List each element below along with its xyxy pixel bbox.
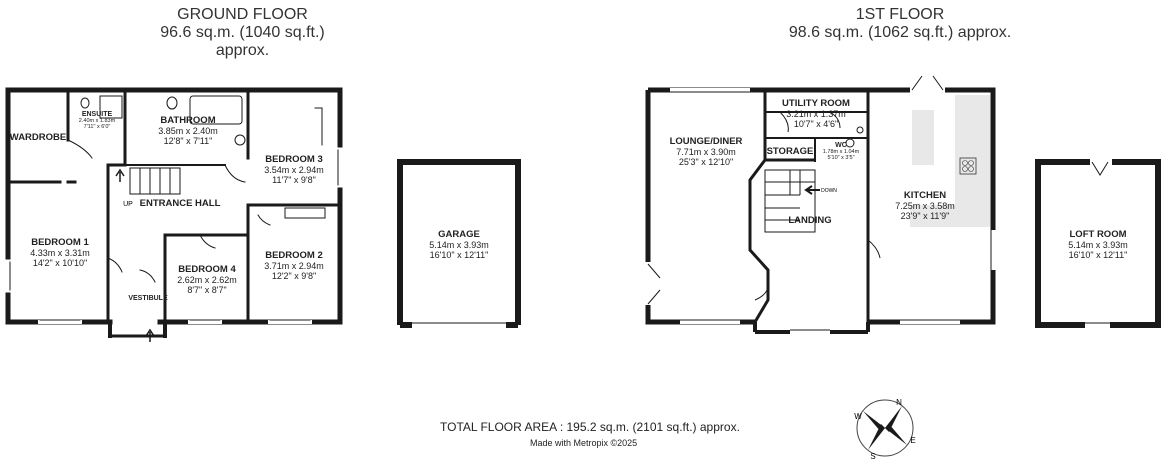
bedroom2-metric: 3.71m x 2.94m xyxy=(264,261,324,271)
first-floor-area: 98.6 sq.m. (1062 sq.ft.) approx. xyxy=(788,24,1012,41)
bedroom4-metric: 2.62m x 2.62m xyxy=(177,275,237,285)
wc-label: WC xyxy=(835,142,847,149)
made-with-text: Made with Metropix ©2025 xyxy=(530,438,638,448)
loft-metric: 5.14m x 3.93m xyxy=(1068,240,1128,250)
entrance-hall-label: ENTRANCE HALL xyxy=(140,198,221,209)
lounge-label: LOUNGE/DINER xyxy=(670,136,743,147)
ground-floor-header: GROUND FLOOR 96.6 sq.m. (1040 sq.ft.) ap… xyxy=(140,6,345,60)
stairs-down-arrow-icon xyxy=(804,185,820,195)
stairs-up-arrow-icon xyxy=(115,168,125,182)
storage-label: STORAGE xyxy=(767,146,814,157)
loft-imperial: 16'10" x 12'11" xyxy=(1069,250,1128,260)
bedroom3-imperial: 11'7" x 9'8" xyxy=(272,175,316,185)
compass-e: E xyxy=(910,436,915,445)
loft-walls xyxy=(1035,159,1161,328)
first-floor-title: 1ST FLOOR xyxy=(855,6,945,23)
bedroom1-metric: 4.33m x 3.31m xyxy=(30,248,90,258)
utility-label: UTILITY ROOM xyxy=(782,98,850,109)
vestibule-label: VESTIBULE xyxy=(128,295,168,302)
total-floor-area-text: TOTAL FLOOR AREA : 195.2 sq.m. (2101 sq.… xyxy=(440,420,740,434)
bedroom4-label: BEDROOM 4 xyxy=(178,264,236,275)
entrance-arrow-icon xyxy=(145,328,155,342)
ground-floor-title: GROUND FLOOR xyxy=(177,6,308,23)
bedroom2-imperial: 12'2" x 9'8" xyxy=(272,271,316,281)
kitchen-imperial: 23'9" x 11'9" xyxy=(901,211,950,221)
bedroom1-imperial: 14'2" x 10'10" xyxy=(33,258,87,268)
bathroom-label: BATHROOM xyxy=(160,115,215,126)
compass-w: W xyxy=(854,412,862,421)
garage-imperial: 16'10" x 12'11" xyxy=(430,250,489,260)
ensuite-label: ENSUITE xyxy=(82,111,113,118)
landing-label: LANDING xyxy=(788,215,831,226)
first-floor-walls xyxy=(645,75,996,334)
compass-s: S xyxy=(870,452,875,461)
lounge-metric: 7.71m x 3.90m xyxy=(676,147,736,157)
ground-floor-area: 96.6 sq.m. (1040 sq.ft.) approx. xyxy=(160,24,325,59)
kitchen-metric: 7.25m x 3.58m xyxy=(895,201,955,211)
utility-metric: 3.21m x 1.37m xyxy=(786,109,846,119)
bedroom3-metric: 3.54m x 2.94m xyxy=(264,165,324,175)
bathroom-imperial: 12'8" x 7'11" xyxy=(164,136,213,146)
bedroom4-imperial: 8'7" x 8'7" xyxy=(187,285,226,295)
compass-icon: N E S W xyxy=(854,398,915,461)
bedroom3-label: BEDROOM 3 xyxy=(265,154,323,165)
wardrobe-label: WARDROBE xyxy=(10,132,66,143)
kitchen-label: KITCHEN xyxy=(904,190,946,201)
wc-metric: 1.78m x 1.04m xyxy=(823,149,860,155)
garage-metric: 5.14m x 3.93m xyxy=(429,240,489,250)
bathroom-metric: 3.85m x 2.40m xyxy=(158,126,218,136)
lounge-imperial: 25'3" x 12'10" xyxy=(679,157,733,167)
ground-floor-walls xyxy=(5,87,343,338)
compass-n: N xyxy=(896,398,902,407)
ensuite-imperial: 7'11" x 6'0" xyxy=(84,124,111,130)
ensuite-metric: 2.40m x 1.83m xyxy=(79,118,116,124)
first-floor-header: 1ST FLOOR 98.6 sq.m. (1062 sq.ft.) appro… xyxy=(765,6,1035,42)
loft-label: LOFT ROOM xyxy=(1070,229,1127,240)
stairs-up-label: UP xyxy=(123,201,133,208)
wc-imperial: 5'10" x 3'5" xyxy=(827,155,854,161)
kitchen-units xyxy=(910,95,990,227)
utility-imperial: 10'7" x 4'6" xyxy=(794,119,838,129)
garage-walls xyxy=(397,159,521,328)
garage-label: GARAGE xyxy=(438,229,480,240)
bedroom2-label: BEDROOM 2 xyxy=(265,250,323,261)
stairs-down-label: DOWN xyxy=(821,188,837,194)
bedroom1-label: BEDROOM 1 xyxy=(31,237,89,248)
